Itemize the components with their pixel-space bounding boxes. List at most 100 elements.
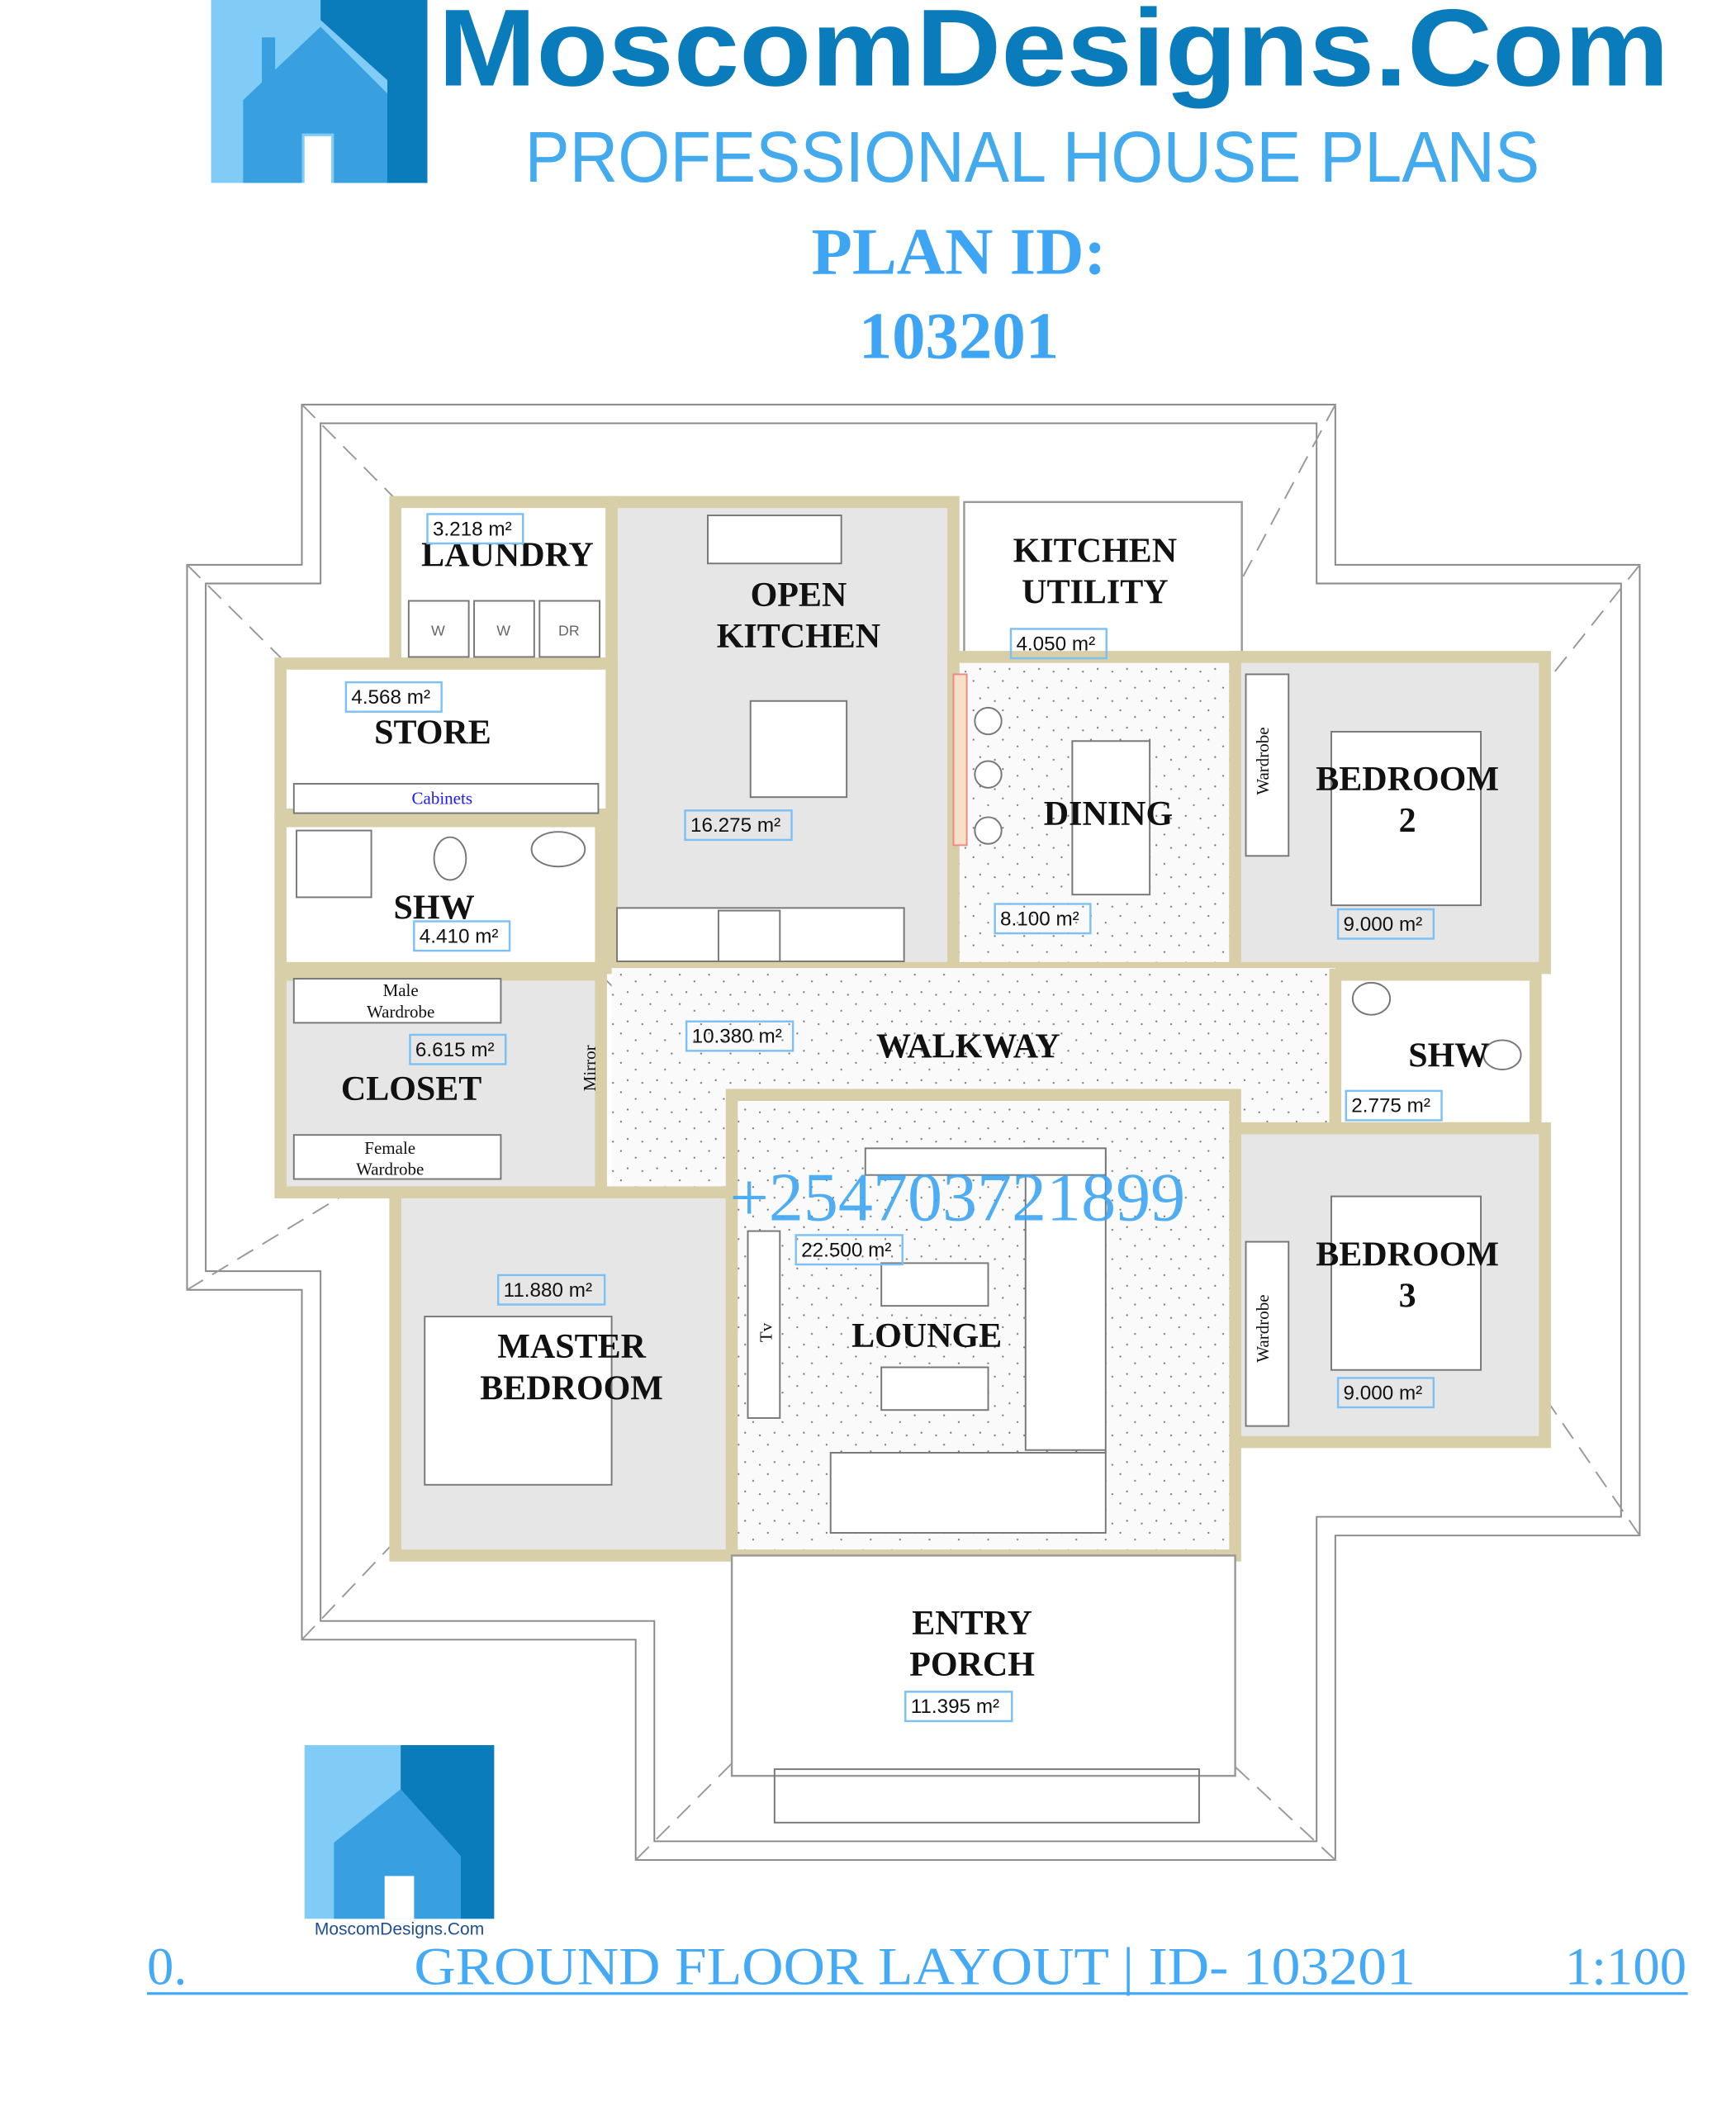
room-area: 16.275 m² <box>690 814 780 837</box>
room-name: 3 <box>1399 1278 1416 1316</box>
area-tag-box <box>1336 1377 1435 1409</box>
room-name: STORE <box>374 714 491 752</box>
mirror-label: Mirror <box>580 1045 600 1091</box>
room-name: DINING <box>1044 795 1173 833</box>
room-area: 4.568 m² <box>351 686 430 709</box>
area-tag-box <box>409 1033 507 1065</box>
room-name: PORCH <box>909 1646 1035 1684</box>
female-wardrobe-label-1: Female <box>364 1138 415 1158</box>
room-area: 2.775 m² <box>1351 1095 1430 1117</box>
room-name: OPEN <box>751 576 847 614</box>
area-tag-box <box>794 1234 904 1266</box>
stove <box>717 909 781 962</box>
room-area: 11.395 m² <box>911 1696 999 1718</box>
tv-label: Tv <box>757 1322 776 1342</box>
basin-left <box>530 831 586 868</box>
room-name: BEDROOM <box>1316 1236 1499 1274</box>
room-name: ENTRY <box>912 1605 1032 1643</box>
area-tag-box <box>426 513 524 545</box>
male-wardrobe-label-1: Male <box>383 980 419 1000</box>
porch-steps <box>773 1768 1200 1824</box>
room-name: UTILITY <box>1022 574 1168 612</box>
area-tag-box <box>1336 908 1435 940</box>
fixtures <box>292 515 1522 1824</box>
room-name: WALKWAY <box>876 1027 1060 1065</box>
coffee-table-1 <box>880 1262 989 1307</box>
brand-name: MoscomDesigns.Com <box>438 0 1669 109</box>
shower-tray <box>296 829 372 899</box>
room-area: 9.000 m² <box>1344 1382 1423 1404</box>
toilet-left <box>433 836 467 881</box>
male-wardrobe-label-2: Wardrobe <box>367 1002 434 1022</box>
area-tag-box <box>684 809 793 842</box>
phone-number: +254703721899 <box>729 1160 1185 1236</box>
tv-unit <box>747 1230 781 1419</box>
room-name: BEDROOM <box>480 1369 663 1407</box>
female-wardrobe <box>292 1134 502 1180</box>
area-tag-box <box>496 1274 606 1306</box>
bed-2 <box>1330 730 1482 907</box>
cabinets-label: Cabinets <box>412 788 473 808</box>
footer-number: 0. <box>147 1936 187 1995</box>
room-area: 11.880 m² <box>504 1279 592 1302</box>
area-tag-box <box>344 681 443 713</box>
entry-porch-area <box>730 1554 1236 1777</box>
room-name: KITCHEN <box>1013 533 1177 571</box>
bar-counter <box>952 673 968 847</box>
area-tag-box <box>994 903 1092 935</box>
toilet-right <box>1482 1039 1522 1070</box>
wardrobe-bed3-label: Wardrobe <box>1253 1294 1273 1362</box>
bottom-logo-text: MoscomDesigns.Com <box>315 1920 484 1939</box>
washer-2-label: W <box>496 623 510 639</box>
footer-title: GROUND FLOOR LAYOUT | ID- 103201 <box>414 1936 1416 1995</box>
room-name: LOUNGE <box>851 1317 1002 1355</box>
brand-logo-icon <box>211 0 428 183</box>
wardrobe-bed2 <box>1245 673 1290 857</box>
room-name: MASTER <box>497 1328 646 1366</box>
area-tag-box <box>413 920 511 952</box>
room-name: KITCHEN <box>717 618 880 656</box>
washer-2 <box>473 600 535 658</box>
area-tag-box <box>685 1020 794 1052</box>
room-area: 10.380 m² <box>692 1026 782 1048</box>
dining-table <box>1071 740 1151 896</box>
male-wardrobe <box>292 978 502 1024</box>
wardrobe-bed2-label: Wardrobe <box>1253 727 1273 795</box>
sofa-bottom <box>829 1451 1107 1534</box>
room-area: 4.410 m² <box>420 925 499 947</box>
room-name: CLOSET <box>341 1070 481 1108</box>
room-name: BEDROOM <box>1316 761 1499 799</box>
bed-3 <box>1330 1195 1482 1371</box>
female-wardrobe-label-2: Wardrobe <box>356 1160 424 1179</box>
wardrobe-bed3 <box>1245 1241 1290 1427</box>
area-tag-box <box>904 1691 1013 1723</box>
room-area: 8.100 m² <box>1000 908 1079 930</box>
plan-id-label: PLAN ID: <box>811 215 1106 288</box>
sofa-right <box>1024 1147 1107 1451</box>
cabinets <box>292 783 600 814</box>
room-area: 9.000 m² <box>1344 913 1423 936</box>
footer-scale: 1:100 <box>1565 1936 1686 1995</box>
coffee-table-2 <box>880 1366 989 1411</box>
fixture-labels: W W DR Cabinets Male Wardrobe Female War… <box>356 623 1273 1363</box>
area-tag-box <box>1009 628 1108 660</box>
kitchen-island <box>749 700 848 799</box>
kitchen-sink <box>707 515 842 565</box>
room-name: SHW <box>1408 1037 1489 1075</box>
room-area: 6.615 m² <box>415 1039 495 1061</box>
master-bed <box>424 1316 613 1486</box>
room-area: 22.500 m² <box>801 1239 891 1261</box>
sofa-top <box>864 1147 1107 1176</box>
brand-tagline: PROFESSIONAL HOUSE PLANS <box>525 116 1540 197</box>
room-name: 2 <box>1399 802 1416 840</box>
washer-1-label: W <box>431 623 445 639</box>
dryer-label: DR <box>558 623 580 639</box>
dryer <box>538 600 601 658</box>
plan-id-value: 103201 <box>859 299 1059 372</box>
bottom-logo-icon <box>304 1745 495 1919</box>
basin-right <box>1351 981 1392 1016</box>
room-area: 3.218 m² <box>433 518 512 540</box>
area-tag-box <box>1345 1089 1443 1122</box>
